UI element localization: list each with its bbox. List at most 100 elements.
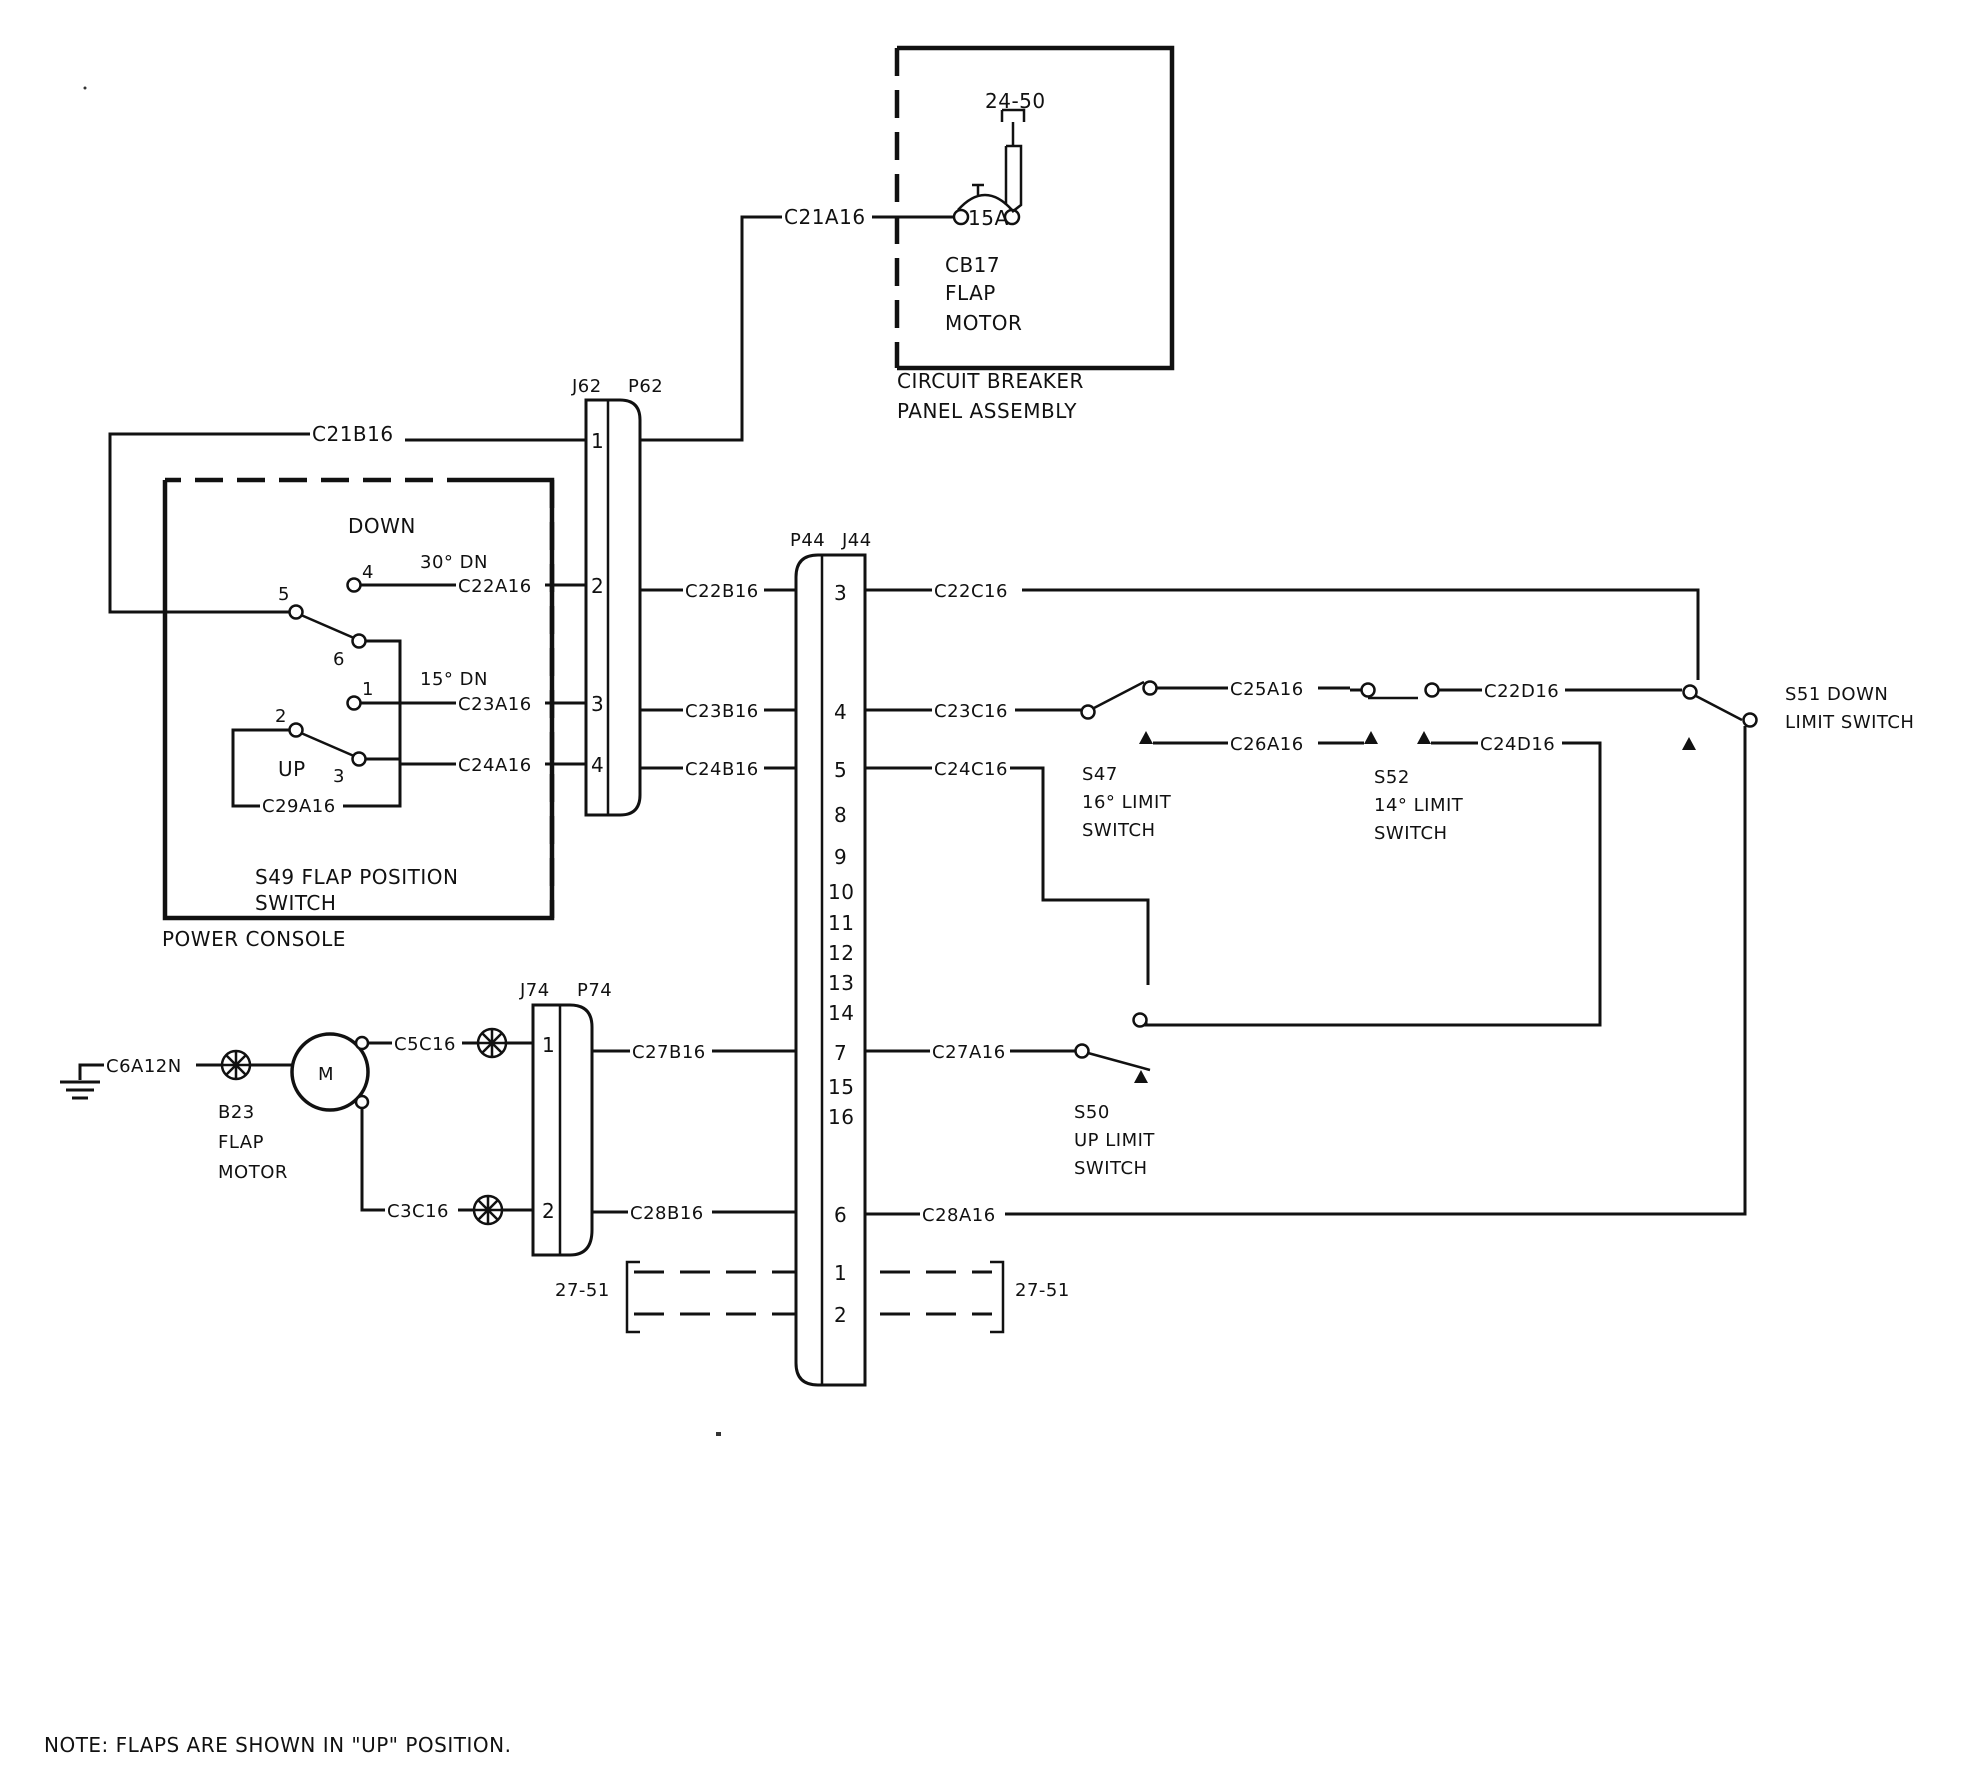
j44-pin-15: 15 [828, 1075, 854, 1099]
s49-terminal-2 [288, 722, 304, 738]
j44-pin-11: 11 [828, 911, 854, 935]
s49-pin-3: 3 [333, 766, 345, 787]
wire-c21b16: C21B16 [108, 422, 598, 614]
p62-pin-2: 2 [591, 574, 604, 598]
wire-label-c22b16: C22B16 [685, 581, 759, 602]
cb17-ref-label: 24-50 [985, 89, 1046, 113]
connector-p44-j44: P44 J44 3 4 5 8 9 10 11 12 13 14 7 15 16… [790, 530, 871, 1387]
s47-label-line2: 16° LIMIT [1082, 792, 1172, 813]
wire-c28a16: C28A16 [865, 726, 1747, 1226]
j44-pin-8: 8 [834, 803, 847, 827]
power-console-label: POWER CONSOLE [162, 927, 346, 951]
j62-label: J62 [571, 376, 602, 397]
p74-label: P74 [577, 980, 612, 1001]
wire-c5c16: C5C16 [368, 1027, 533, 1059]
j44-pin-6: 6 [834, 1203, 847, 1227]
wire-c27a16: C27A16 [865, 1042, 1076, 1063]
wire-label-c27a16: C27A16 [932, 1042, 1006, 1063]
motor-terminal-top [354, 1035, 370, 1051]
cb17-id: CB17 [945, 253, 1000, 277]
wire-label-c23a16: C23A16 [458, 694, 532, 715]
s50-terminal-upper [1132, 1012, 1148, 1028]
j44-pin-16: 16 [828, 1105, 854, 1129]
s49-pole-upper [300, 613, 355, 640]
j44-pin-7: 7 [834, 1041, 847, 1065]
ref-27-51-right: 27-51 [1015, 1280, 1070, 1301]
wire-label-c23c16: C23C16 [934, 701, 1008, 722]
motor-symbol [290, 1032, 370, 1112]
ref-27-51-left: 27-51 [555, 1280, 610, 1301]
s49-up-label: UP [278, 757, 306, 781]
s49-terminal-3 [351, 751, 367, 767]
ground-icon [60, 1080, 100, 1100]
wire-c29a16 [231, 728, 290, 808]
s50-actuator [1134, 1070, 1148, 1083]
j44-pin-3: 3 [834, 581, 847, 605]
j74-label: J74 [519, 980, 550, 1001]
wire-label-c24d16: C24D16 [1480, 734, 1555, 755]
p62-pin-1: 1 [591, 429, 604, 453]
splice-icon [472, 1194, 504, 1226]
flap-motor-b23: M B23 FLAP MOTOR [218, 1032, 370, 1183]
wire-label-c21a16: C21A16 [784, 205, 866, 229]
s49-down-label: DOWN [348, 514, 416, 538]
wire-label-c29a16: C29A16 [262, 796, 336, 817]
cb17-name-line1: FLAP [945, 281, 996, 305]
s47-label-line1: S47 [1082, 764, 1118, 785]
s51-terminal-right [1742, 712, 1758, 728]
s52-actuator-right [1417, 731, 1431, 744]
cb17-breaker-arc [957, 193, 1013, 211]
s52-actuator-left [1364, 731, 1378, 744]
s49-terminal-1 [346, 695, 362, 711]
s47-actuator [1139, 731, 1153, 744]
s51-blade [1695, 694, 1743, 722]
cb17-terminal-left [952, 208, 970, 226]
j44-pin-13: 13 [828, 971, 854, 995]
wire-label-c3c16: C3C16 [387, 1201, 449, 1222]
panel-label-line2: PANEL ASSEMBLY [897, 399, 1077, 423]
wire-label-c28a16: C28A16 [922, 1205, 996, 1226]
wire-label-c24c16: C24C16 [934, 759, 1008, 780]
j44-pin-9: 9 [834, 845, 847, 869]
s51-label-line2: LIMIT SWITCH [1785, 712, 1914, 733]
s51-terminal-common [1682, 684, 1698, 700]
wire-label-c24b16: C24B16 [685, 759, 759, 780]
connector-j62-p62: J62 P62 1 2 3 4 [571, 376, 663, 817]
wire-label-c22d16: C22D16 [1484, 681, 1559, 702]
bracket-right [990, 1260, 1005, 1334]
s52-terminal-left [1360, 682, 1376, 698]
wire-label-c5c16: C5C16 [394, 1034, 456, 1055]
panel-label-line1: CIRCUIT BREAKER [897, 369, 1084, 393]
wire-label-c21b16: C21B16 [312, 422, 394, 446]
p62-label: P62 [628, 376, 663, 397]
cb17-breaker-button [972, 183, 984, 195]
spare-pins-27-51: 27-51 27-51 [555, 1260, 1070, 1334]
s50-label-line1: S50 [1074, 1102, 1110, 1123]
s49-30dn-label: 30° DN [420, 552, 488, 573]
s49-label-line2: SWITCH [255, 891, 336, 915]
wire-label-c6a12n: C6A12N [106, 1056, 182, 1077]
wires-p62-to-p44: C22B16 C23B16 C24B16 [640, 581, 800, 780]
s47-limit-switch: S47 16° LIMIT SWITCH [1080, 680, 1172, 841]
connector-j74-p74: J74 P74 1 2 [519, 980, 612, 1257]
s51-actuator [1682, 737, 1696, 750]
motor-terminal-bottom [354, 1094, 370, 1110]
j44-pin-12: 12 [828, 941, 854, 965]
diagram-note: NOTE: FLAPS ARE SHOWN IN "UP" POSITION. [44, 1733, 511, 1757]
wire-c3c16: C3C16 [360, 1108, 533, 1226]
s50-label-line3: SWITCH [1074, 1158, 1148, 1179]
scan-speck [83, 86, 87, 90]
wire-label-c28b16: C28B16 [630, 1203, 704, 1224]
cb17-name-line2: MOTOR [945, 311, 1022, 335]
wire-c21a16: C21A16 [640, 205, 954, 442]
s49-pin-5: 5 [278, 584, 290, 605]
motor-label-line2: FLAP [218, 1132, 264, 1153]
s49-pin-4: 4 [362, 562, 374, 583]
wire-label-c23b16: C23B16 [685, 701, 759, 722]
wire-c24c16: C24C16 [865, 759, 1150, 985]
wire-c22c16: C22C16 [865, 581, 1700, 680]
bracket-left [625, 1260, 640, 1334]
s47-terminal-left [1080, 704, 1096, 720]
s50-up-limit-switch: S50 UP LIMIT SWITCH [1074, 1012, 1155, 1179]
j44-pin-2: 2 [834, 1303, 847, 1327]
